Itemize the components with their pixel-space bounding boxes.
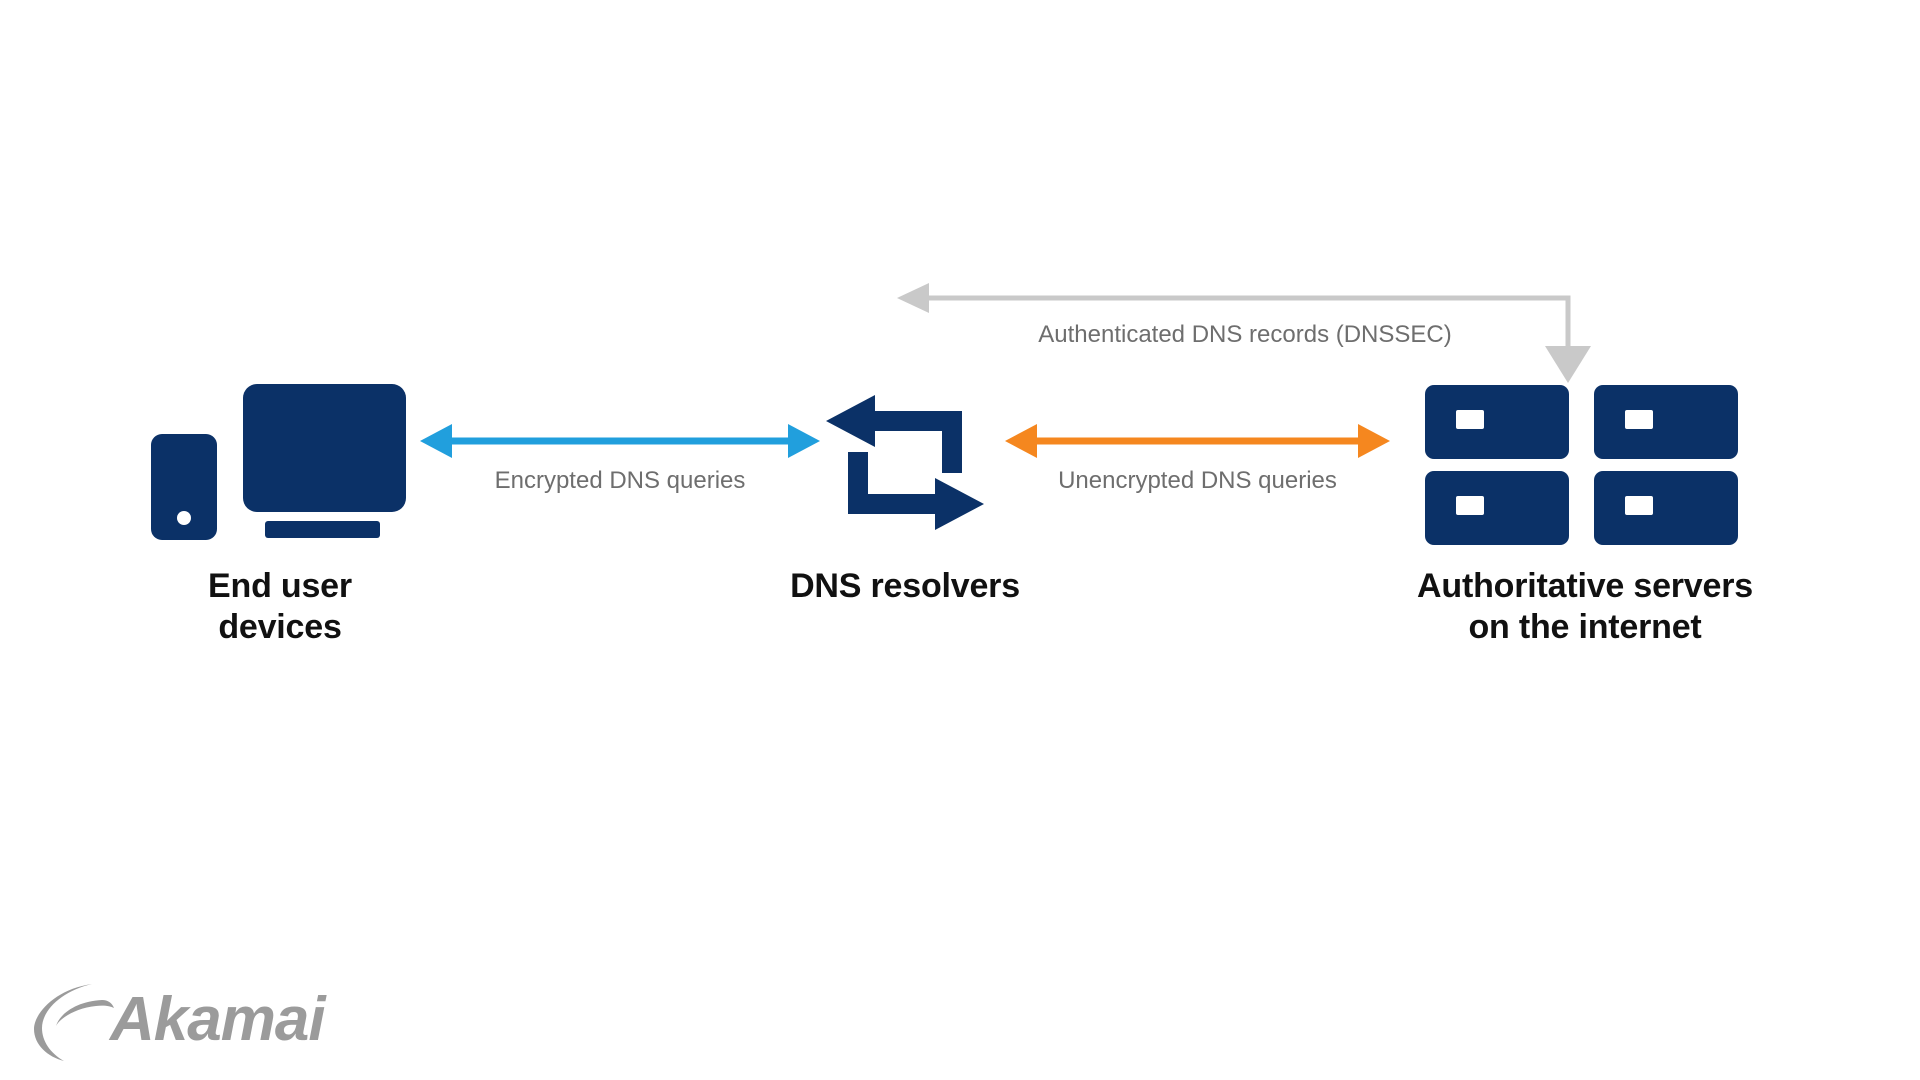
server-unit (1425, 471, 1569, 545)
authenticated-dns-records-arrow (895, 280, 1595, 385)
server-unit (1594, 385, 1738, 459)
unencrypted-dns-queries-arrow (1005, 418, 1390, 464)
server-unit (1594, 471, 1738, 545)
sync-arrows-icon (826, 395, 984, 530)
phone-home-dot-icon (177, 511, 191, 525)
server-led-icon (1625, 410, 1653, 429)
server-led-icon (1625, 496, 1653, 515)
monitor-stand-icon (265, 521, 380, 538)
devices-phone-monitor-icon (140, 380, 420, 560)
server-led-icon (1456, 496, 1484, 515)
akamai-swoosh-icon (34, 984, 114, 1061)
dns-resolvers-node (820, 385, 990, 540)
double-headed-arrow-orange-icon (1005, 424, 1390, 458)
server-led-icon (1456, 410, 1484, 429)
double-headed-elbow-arrow-gray-icon (897, 283, 1591, 383)
end-user-devices-node (140, 380, 420, 560)
encrypted-dns-queries-label: Encrypted DNS queries (494, 467, 746, 494)
encrypted-dns-queries-arrow (420, 418, 820, 464)
authoritative-servers-label: Authoritative servers on the internet (1417, 567, 1753, 647)
dns-resolvers-label: DNS resolvers (790, 567, 1020, 605)
server-rack-icon (1425, 385, 1745, 550)
authenticated-dns-records-label: Authenticated DNS records (DNSSEC) (1038, 321, 1452, 348)
unencrypted-dns-queries-label: Unencrypted DNS queries (1058, 467, 1337, 494)
akamai-logo: Akamai (30, 975, 326, 1063)
double-headed-arrow-blue-icon (420, 424, 820, 458)
end-user-devices-label: End user devices (208, 567, 352, 647)
akamai-wordmark: Akamai (110, 984, 326, 1054)
server-unit (1425, 385, 1569, 459)
monitor-screen-icon (243, 384, 406, 512)
authoritative-servers-node (1425, 385, 1745, 550)
